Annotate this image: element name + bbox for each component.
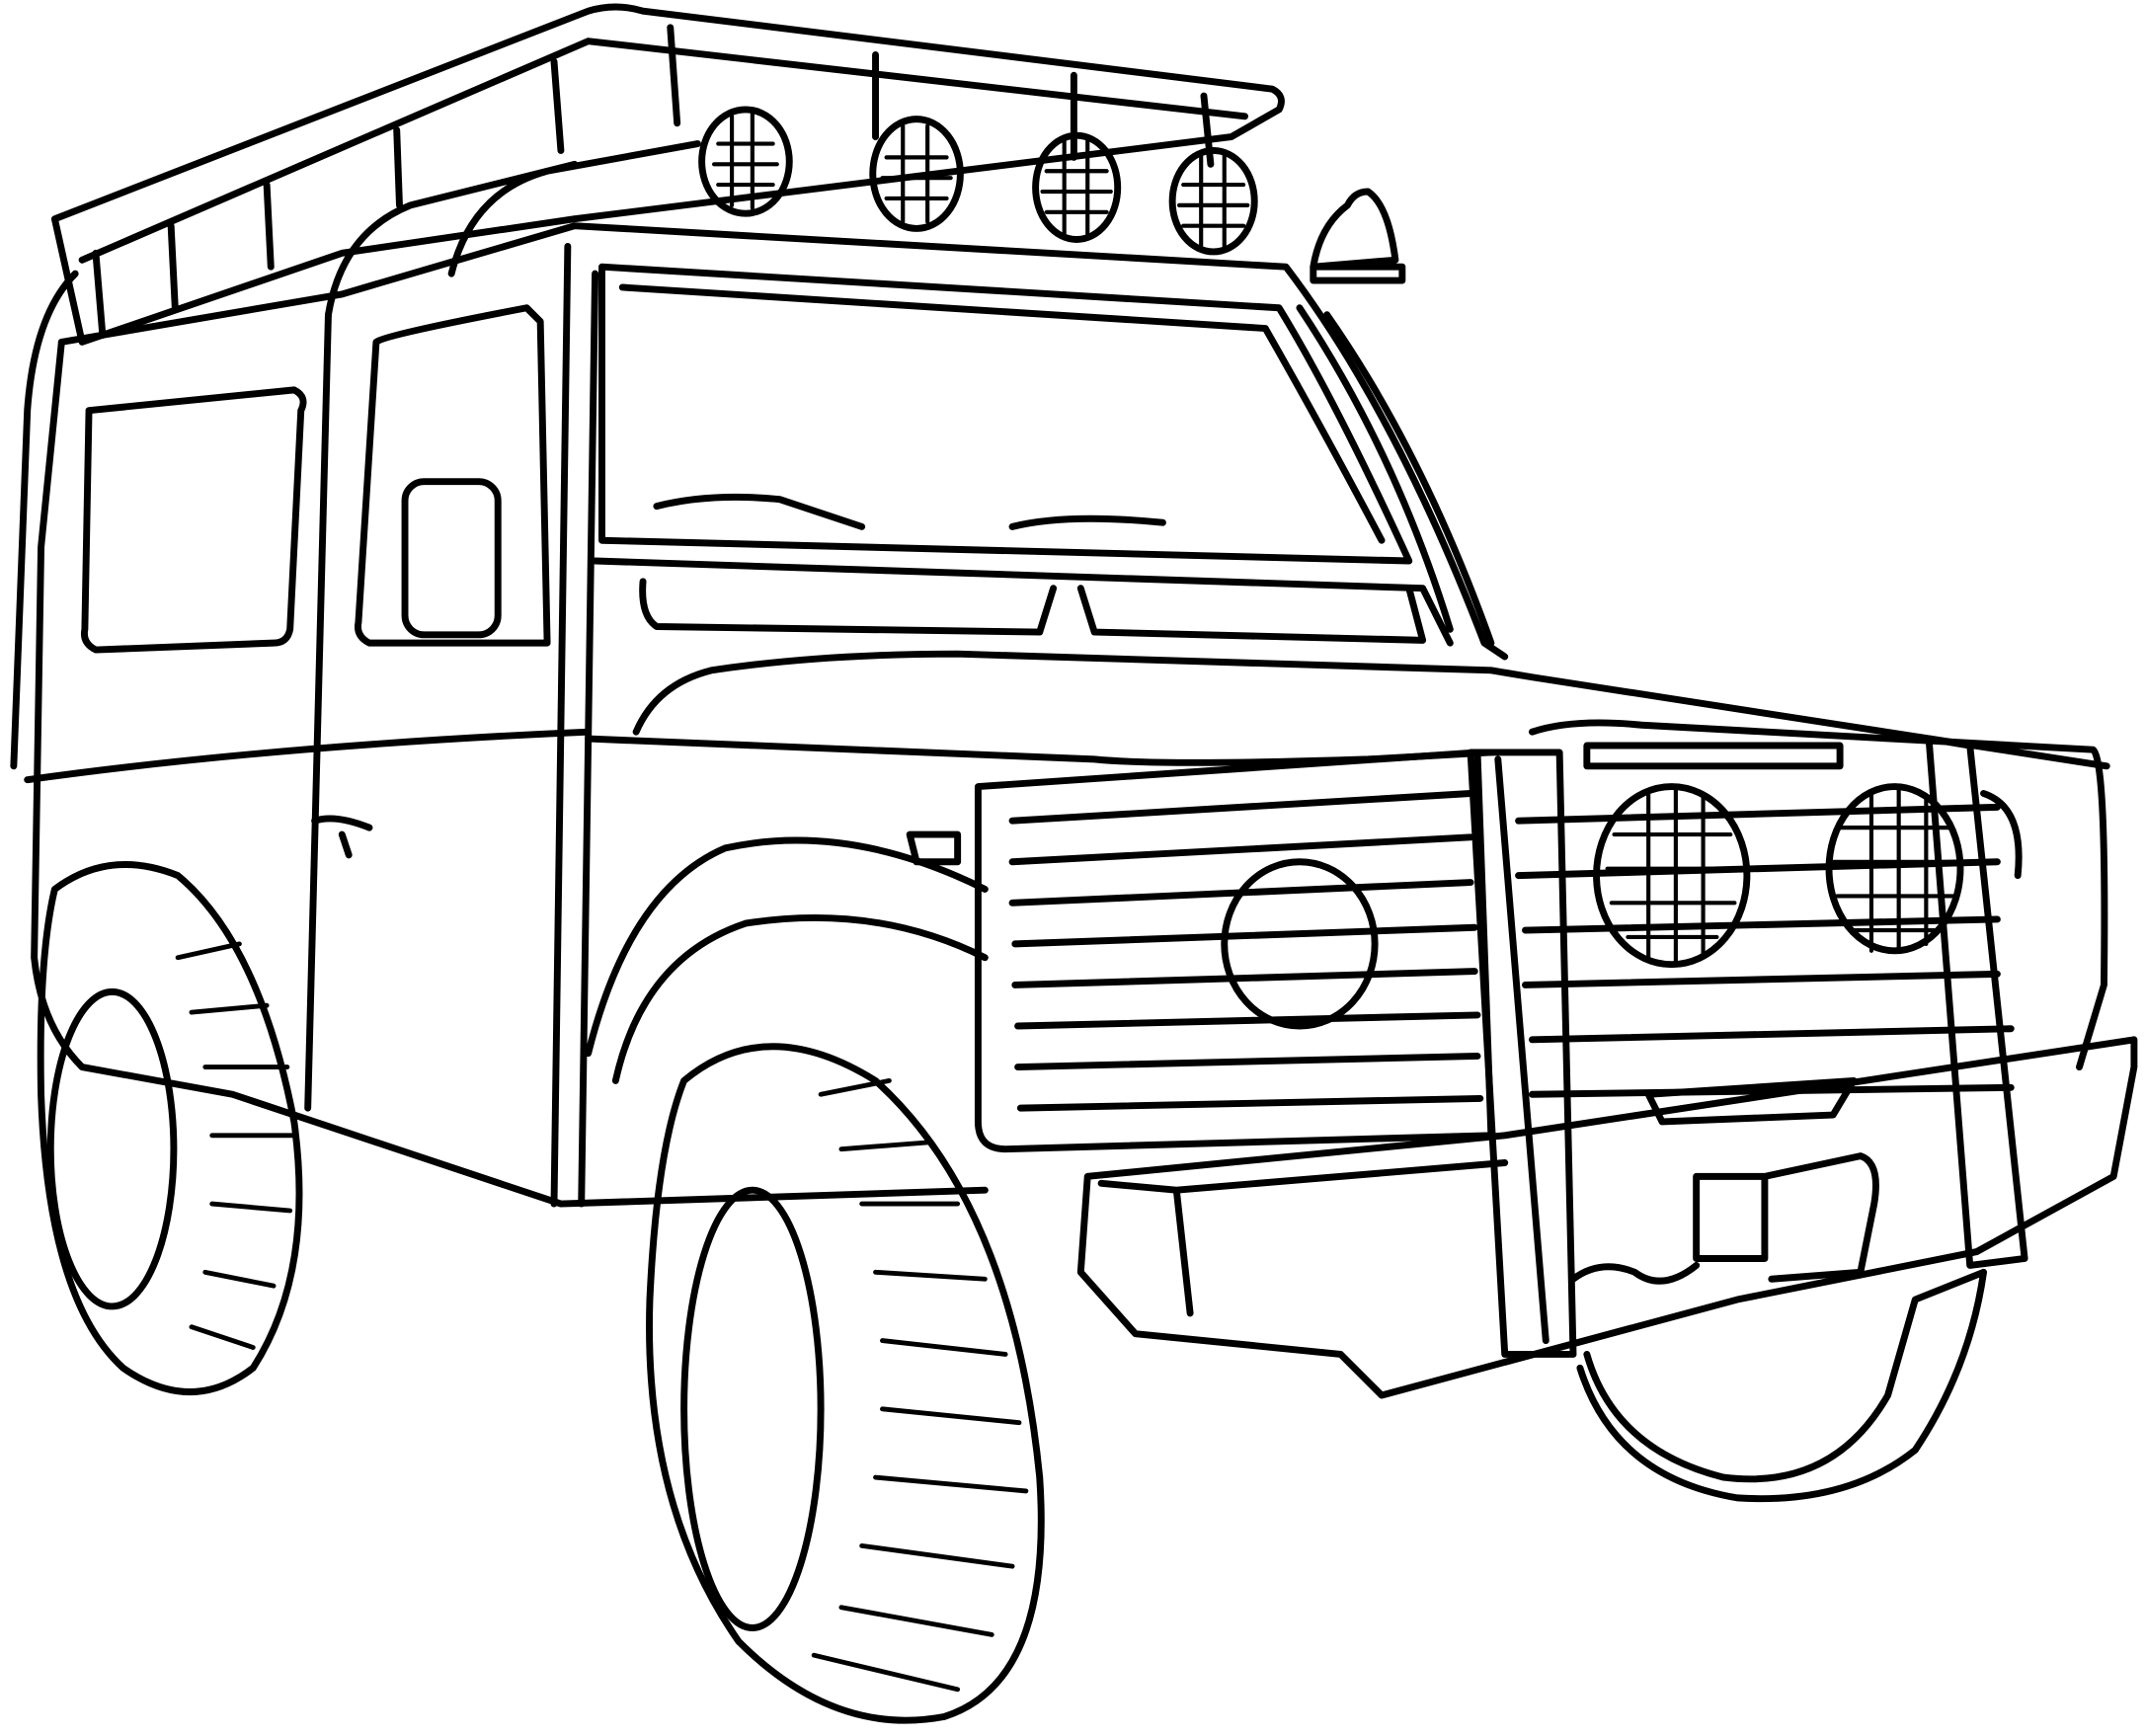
front-grille bbox=[974, 719, 2138, 1399]
front-right-wheel bbox=[1576, 1268, 1988, 1503]
rear-wheel bbox=[37, 861, 303, 1395]
roof-rack bbox=[10, 3, 1285, 770]
roof-lights bbox=[698, 106, 1406, 284]
front-left-wheel bbox=[646, 1043, 1045, 1724]
vehicle-body bbox=[24, 222, 2110, 1208]
